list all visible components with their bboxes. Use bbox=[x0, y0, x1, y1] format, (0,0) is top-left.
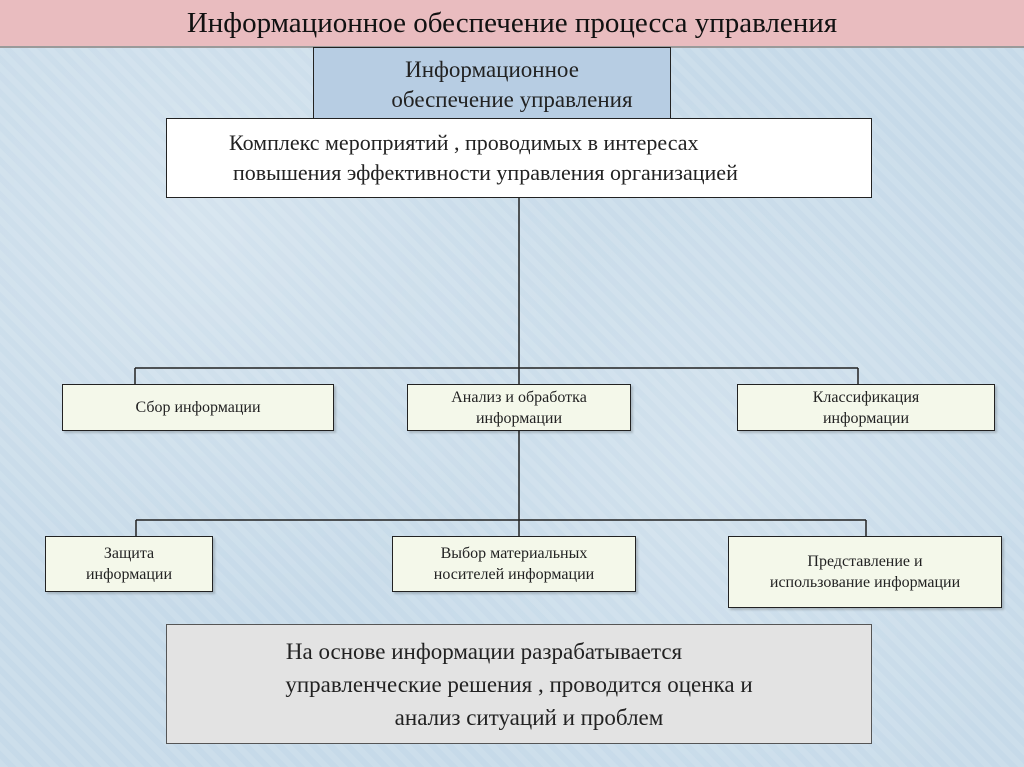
info-support-box: Информационное обеспечение управления bbox=[313, 47, 671, 123]
info-support-line1: Информационное bbox=[405, 57, 579, 82]
presentation-line1: Представление и bbox=[807, 553, 923, 570]
media-selection-line2: носителей информации bbox=[433, 566, 595, 583]
measures-complex-line2: повышения эффективности управления орган… bbox=[233, 160, 738, 185]
decisions-line1: На основе информации разрабатывается bbox=[285, 638, 683, 664]
presentation-box: Представление и использование информации bbox=[728, 536, 1002, 608]
analysis-box: Анализ и обработка информации bbox=[407, 384, 631, 431]
media-selection-box: Выбор материальных носителей информации bbox=[392, 536, 636, 592]
presentation-line2: использование информации bbox=[769, 574, 961, 591]
info-support-line2: обеспечение управления bbox=[391, 87, 633, 112]
media-selection-line1: Выбор материальных bbox=[440, 545, 588, 562]
measures-complex-box: Комплекс мероприятий , проводимых в инте… bbox=[166, 118, 872, 198]
measures-complex-line1: Комплекс мероприятий , проводимых в инте… bbox=[229, 130, 699, 155]
collection-label: Сбор информации bbox=[135, 399, 261, 416]
decisions-line2: управленческие решения , проводится оцен… bbox=[285, 671, 753, 697]
slide-title-text: Информационное обеспечение процесса упра… bbox=[186, 6, 838, 39]
analysis-line1: Анализ и обработка bbox=[451, 388, 587, 406]
slide-title: Информационное обеспечение процесса упра… bbox=[0, 0, 1024, 48]
classification-box: Классификация информации bbox=[737, 384, 995, 431]
collection-box: Сбор информации bbox=[62, 384, 334, 431]
decisions-line3: анализ ситуаций и проблем bbox=[394, 704, 664, 730]
protection-box: Защита информации bbox=[45, 536, 213, 592]
analysis-line2: информации bbox=[475, 409, 563, 427]
classification-line1: Классификация bbox=[812, 388, 920, 406]
decisions-box: На основе информации разрабатывается упр… bbox=[166, 624, 872, 744]
protection-line1: Защита bbox=[103, 545, 155, 562]
protection-line2: информации bbox=[85, 566, 173, 583]
classification-line2: информации bbox=[822, 409, 910, 427]
